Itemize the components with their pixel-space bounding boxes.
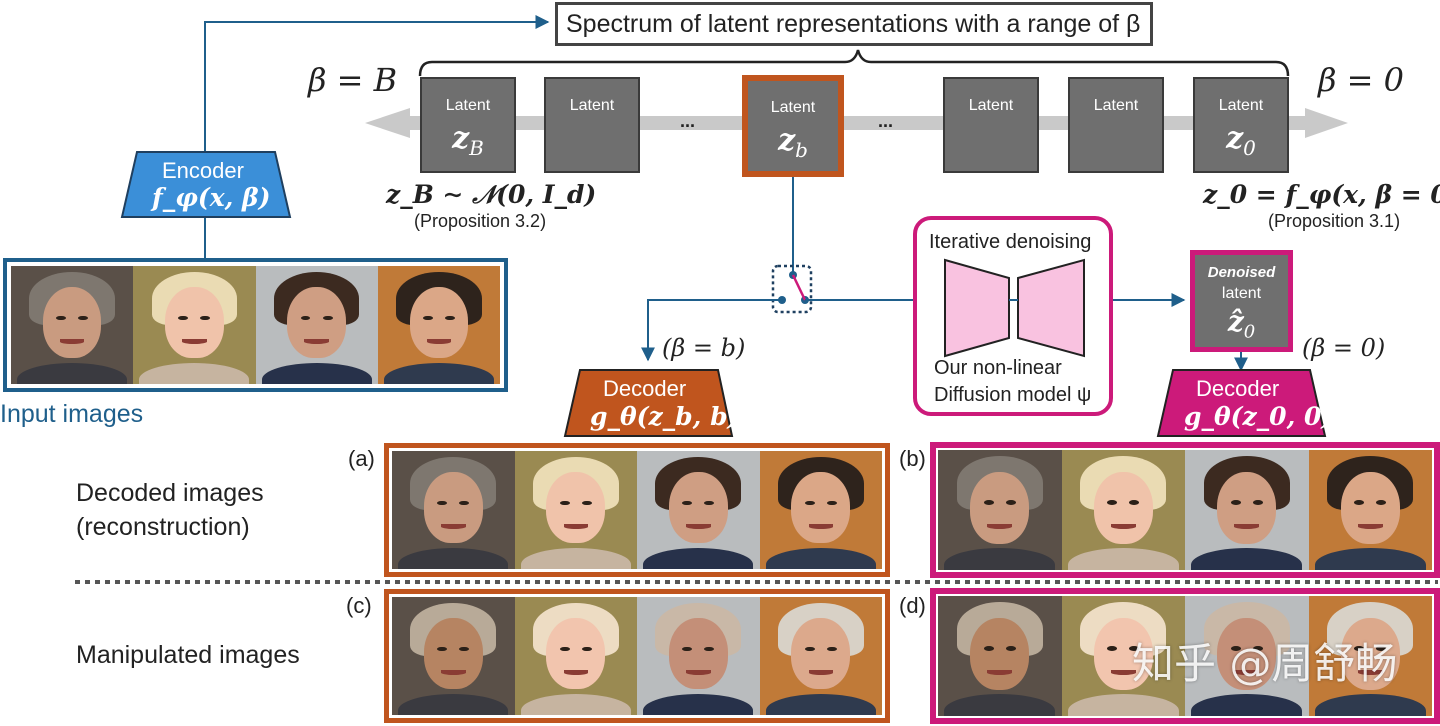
latent-symbol: z: [1226, 121, 1244, 156]
z0-formula: z_0 = f_φ(x, β = 0): [1203, 180, 1440, 209]
z0-reference: (Proposition 3.1): [1268, 211, 1401, 231]
manipulated-strip-d: [930, 588, 1440, 724]
switch-to-decoder-b-line: [641, 299, 782, 362]
latent-label: Latent: [1218, 97, 1264, 114]
decoded-label-2: (reconstruction): [76, 513, 250, 541]
latent-z0: Latent z0: [1193, 77, 1289, 173]
spectrum-arrow: [365, 108, 1348, 138]
faces-row: [938, 596, 1432, 716]
face-image: [1185, 450, 1309, 570]
face-image: [938, 450, 1062, 570]
decoded-strip-a: [384, 443, 890, 577]
denoise-title: Iterative denoising: [929, 231, 1092, 253]
face-image: [1185, 596, 1309, 716]
decoder-0-label: Decoder: [1196, 376, 1280, 401]
faces-row: [11, 266, 500, 384]
face-image: [392, 597, 515, 715]
beta-left-label: β = B: [308, 61, 398, 99]
beta-right-label: β = 0: [1318, 61, 1405, 99]
tag-b: (b): [899, 446, 926, 471]
latent-label: Latent: [770, 99, 816, 116]
decoder-b-label: Decoder: [603, 376, 687, 401]
tag-a: (a): [348, 446, 375, 471]
manipulated-label: Manipulated images: [76, 641, 300, 669]
beta-0-label: (β = 0): [1302, 334, 1386, 362]
denoise-line-1: Our non-linear: [934, 357, 1062, 379]
encoder-shape: [120, 151, 292, 218]
decoder-b-shape: [563, 369, 734, 437]
tag-c: (c): [346, 593, 372, 618]
latent-symbol: z: [452, 121, 470, 156]
latent-2: Latent: [544, 77, 640, 173]
ellipsis-right: ...: [878, 111, 894, 131]
spectrum-title: Spectrum of latent representations with …: [566, 10, 1141, 38]
spectrum-brace: [418, 49, 1290, 77]
latent-symbol: z: [778, 123, 796, 158]
decoder-0-shape: [1156, 369, 1327, 437]
face-image: [255, 266, 378, 384]
latent-label: Latent: [445, 97, 491, 114]
input-images-label: Input images: [0, 400, 144, 428]
face-image: [759, 597, 882, 715]
input-images: [3, 258, 508, 392]
denoised-label: latent: [1221, 285, 1262, 302]
face-image: [637, 597, 760, 715]
face-image: [1308, 596, 1432, 716]
ellipsis-left: ...: [680, 111, 696, 131]
face-image: [1308, 450, 1432, 570]
latent-4: Latent: [943, 77, 1039, 173]
decoder-0-formula: g_θ(z_0, 0): [1184, 402, 1334, 431]
unet-left: [944, 258, 1010, 358]
latent-label: Latent: [1093, 97, 1139, 114]
switch-box: [771, 264, 813, 314]
tag-d: (d): [899, 593, 926, 618]
face-image: [1061, 450, 1185, 570]
spectrum-title-box: [555, 2, 1153, 46]
decoder-b-formula: g_θ(z_b, b): [590, 402, 740, 431]
face-image: [514, 451, 637, 569]
latent-5: Latent: [1068, 77, 1164, 173]
face-image: [938, 596, 1062, 716]
decoded-strip-b: [930, 442, 1440, 578]
face-image: [11, 266, 134, 384]
face-image: [637, 451, 760, 569]
encoder-label: Encoder: [162, 158, 244, 183]
face-image: [377, 266, 500, 384]
denoised-latent: Denoised latent ẑ0: [1190, 250, 1293, 352]
unet-right: [1017, 258, 1085, 358]
zB-formula: z_B ∼ 𝒩(0, I_d): [386, 180, 597, 209]
faces-row: [938, 450, 1432, 570]
watermark: 知乎 @周舒畅: [1132, 639, 1398, 688]
encoder-to-title-line: [204, 15, 550, 152]
latent-label: Latent: [569, 97, 615, 114]
latent-zb: Latent zb: [742, 75, 844, 177]
face-image: [514, 597, 637, 715]
denoised-symbol: ẑ: [1227, 305, 1244, 338]
encoder-formula: f_φ(x, β): [152, 183, 271, 212]
manipulated-strip-c: [384, 589, 890, 723]
face-image: [392, 451, 515, 569]
face-image: [1061, 596, 1185, 716]
latent-zB: Latent zB: [420, 77, 516, 173]
face-image: [133, 266, 256, 384]
faces-row: [392, 451, 882, 569]
beta-b-label: (β = b): [662, 334, 746, 362]
face-image: [759, 451, 882, 569]
zB-reference: (Proposition 3.2): [414, 211, 547, 231]
denoise-line-2: Diffusion model ψ: [934, 384, 1092, 406]
faces-row: [392, 597, 882, 715]
denoised-title: Denoised: [1207, 264, 1276, 281]
latent-label: Latent: [968, 97, 1014, 114]
decoded-label-1: Decoded images: [76, 479, 264, 507]
